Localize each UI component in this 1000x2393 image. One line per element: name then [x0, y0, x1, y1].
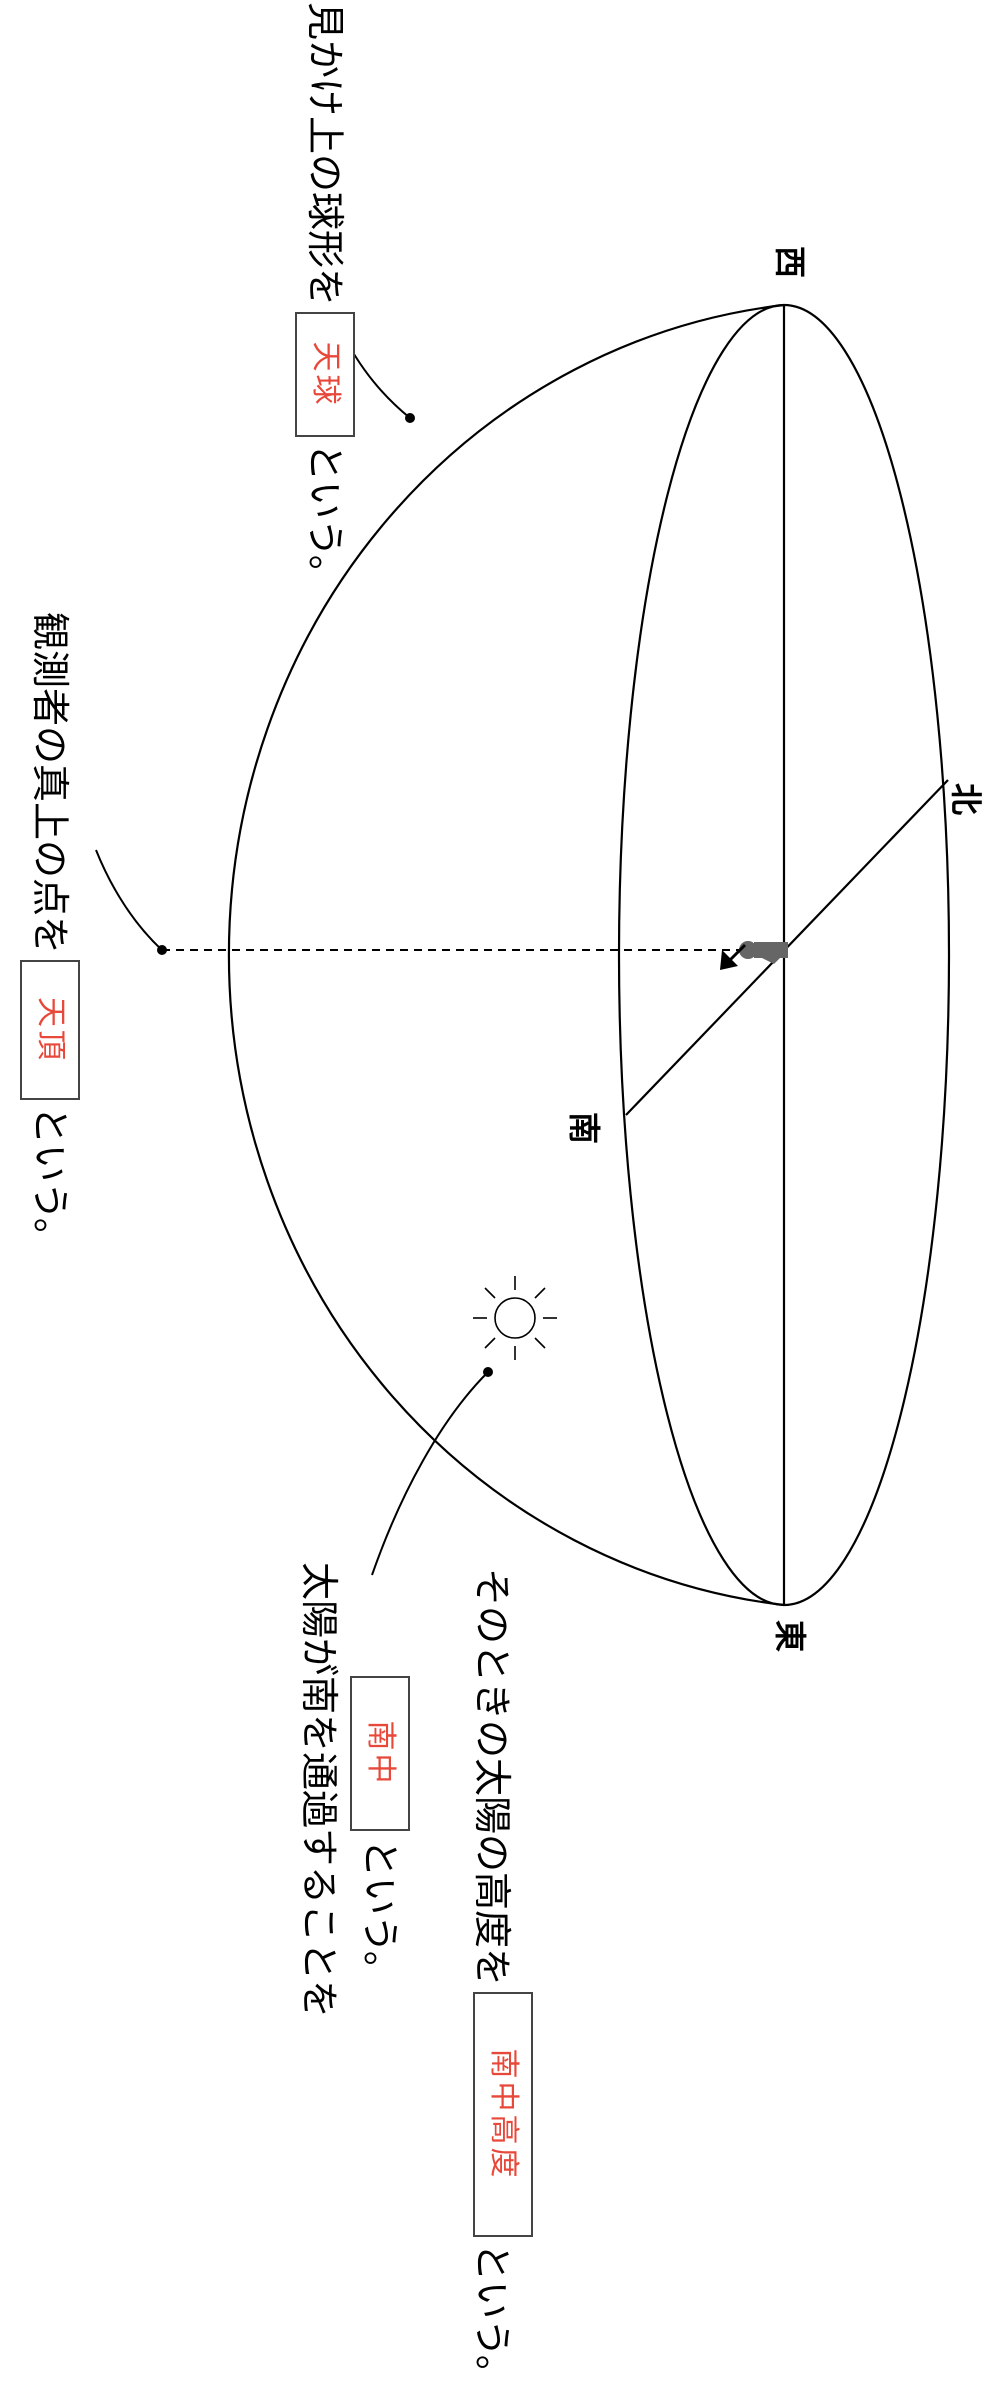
celestial-sphere-label: 見かけ上の球形を天球という。 [295, 2, 355, 593]
altitude-label: そのときの太陽の高度を南中高度という。 [470, 1568, 533, 2393]
zenith-text-after: という。 [28, 1106, 72, 1256]
sun-callout-line [371, 1371, 489, 1576]
celestial-sphere-answer-box: 天球 [295, 312, 355, 438]
west-label: 西 [771, 246, 809, 279]
zenith-text-before: 観測者の真上の点を [28, 612, 72, 955]
observer-figure-icon [739, 941, 788, 964]
celestial-dome [227, 303, 785, 1607]
culmination-text-after: という。 [358, 1839, 402, 1989]
celestial-sphere-text-before: 見かけ上の球形を [303, 2, 347, 307]
north-label: 北 [947, 783, 985, 816]
culmination-line1: 太陽が南を通過することを [297, 1562, 341, 2019]
south-label: 南 [565, 1112, 603, 1145]
altitude-text-before: そのときの太陽の高度を [470, 1568, 514, 1987]
celestial-sphere-text-after: という。 [303, 443, 347, 593]
zenith-answer-box: 天頂 [20, 960, 80, 1101]
observer-arrow-icon [720, 943, 747, 970]
altitude-text-after: という。 [470, 2243, 514, 2393]
altitude-answer: 南中高度 [486, 2048, 521, 2181]
altitude-answer-box: 南中高度 [473, 1992, 533, 2238]
celestial-sphere-diagram [95, 303, 951, 1607]
celestial-sphere-answer: 天球 [308, 341, 343, 408]
culmination-line2: 南中という。 [350, 1676, 410, 1989]
culmination-answer-box: 南中 [350, 1676, 410, 1831]
culmination-answer: 南中 [363, 1720, 398, 1787]
zenith-callout-line [95, 849, 163, 951]
zenith-label: 観測者の真上の点を天頂という。 [20, 612, 80, 1256]
sun-icon [473, 1276, 557, 1360]
zenith-answer: 天頂 [33, 997, 68, 1064]
east-label: 東 [771, 1620, 809, 1653]
